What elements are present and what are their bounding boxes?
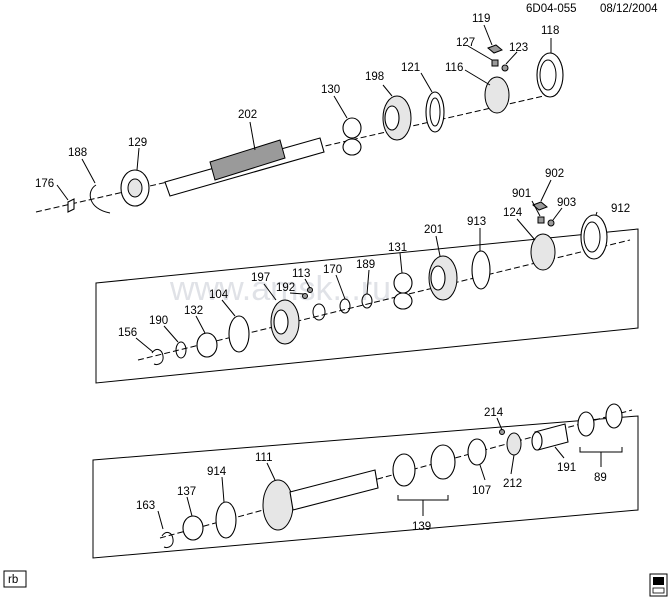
- diagram-code: 6D04-055: [526, 3, 577, 15]
- label-201: 201: [424, 224, 443, 236]
- label-191: 191: [557, 462, 576, 474]
- label-129: 129: [128, 137, 147, 149]
- panel-middle-frame: [95, 228, 639, 384]
- part-170-ring: [312, 303, 326, 321]
- label-113: 113: [292, 268, 310, 280]
- label-137: 137: [177, 486, 196, 498]
- label-104: 104: [209, 289, 229, 301]
- part-139-cup: [430, 444, 456, 480]
- part-118: [536, 52, 564, 98]
- bracket-89: [579, 447, 623, 453]
- label-202: 202: [238, 109, 257, 121]
- label-116: 116: [445, 62, 463, 74]
- part-131-a: [393, 272, 413, 294]
- leader-lines: [56, 24, 602, 530]
- label-118: 118: [541, 25, 559, 37]
- label-107: 107: [472, 485, 491, 497]
- panel-bottom-frame: [92, 415, 639, 559]
- label-901: 901: [512, 188, 531, 200]
- label-176: 176: [35, 178, 54, 190]
- label-123: 123: [509, 42, 528, 54]
- part-89-b: [605, 403, 623, 429]
- label-914: 914: [207, 466, 227, 478]
- part-190: [175, 341, 187, 359]
- corner-label-box: [3, 570, 27, 588]
- panel-middle: [95, 201, 639, 384]
- part-163: [161, 531, 174, 548]
- label-192: 192: [276, 282, 295, 294]
- label-190: 190: [149, 315, 168, 327]
- label-189: 189: [356, 259, 375, 271]
- label-912: 912: [611, 203, 630, 215]
- part-127: [491, 59, 499, 67]
- label-121: 121: [401, 62, 420, 74]
- part-156: [151, 348, 164, 365]
- part-901: [537, 216, 545, 224]
- part-192: [302, 293, 308, 299]
- label-903: 903: [557, 197, 576, 209]
- label-130: 130: [321, 84, 340, 96]
- part-132: [196, 332, 218, 358]
- label-131: 131: [388, 242, 407, 254]
- label-127: 127: [456, 37, 475, 49]
- part-124: [530, 233, 556, 271]
- label-188: 188: [68, 147, 87, 159]
- label-89: 89: [594, 472, 607, 484]
- part-130-a: [342, 117, 362, 139]
- part-116: [484, 76, 510, 114]
- part-113: [307, 287, 313, 293]
- label-139: 139: [412, 521, 431, 533]
- diagram-date: 08/12/2004: [600, 3, 658, 15]
- label-163: 163: [136, 500, 155, 512]
- part-123: [501, 64, 509, 72]
- part-914: [215, 501, 237, 539]
- part-107: [467, 438, 487, 466]
- part-111: [262, 479, 294, 531]
- label-156: 156: [118, 327, 137, 339]
- part-130-b: [342, 138, 362, 156]
- label-124: 124: [503, 207, 523, 219]
- part-903: [547, 219, 555, 227]
- corner-label: rb: [8, 574, 18, 586]
- part-137: [182, 515, 204, 541]
- part-labels: 119 127 123 118 116 121 198 130 202 129 …: [35, 13, 630, 533]
- part-139-cone: [392, 453, 416, 487]
- panel-bottom: [92, 403, 639, 559]
- bracket-139: [397, 495, 449, 501]
- part-214: [499, 429, 505, 435]
- label-214: 214: [484, 407, 504, 419]
- part-913: [471, 250, 491, 290]
- part-89-a: [577, 411, 595, 437]
- panel-top: [35, 44, 564, 214]
- label-197: 197: [251, 272, 270, 284]
- shaft-axis-middle: [137, 239, 631, 361]
- part-176: [67, 198, 75, 213]
- part-902: [532, 201, 548, 211]
- label-212: 212: [503, 478, 522, 490]
- manual-logo-icon: [649, 573, 668, 597]
- part-121: [425, 91, 445, 133]
- label-170: 170: [323, 264, 342, 276]
- part-104: [228, 315, 250, 353]
- label-111: 111: [255, 452, 272, 464]
- label-198: 198: [365, 71, 384, 83]
- label-913: 913: [467, 216, 486, 228]
- part-212: [506, 432, 522, 456]
- part-131-b: [393, 292, 413, 310]
- label-119: 119: [472, 13, 490, 25]
- label-132: 132: [184, 305, 203, 317]
- part-188: [89, 184, 111, 214]
- part-912: [580, 214, 608, 260]
- part-119: [487, 44, 503, 54]
- label-902: 902: [545, 168, 564, 180]
